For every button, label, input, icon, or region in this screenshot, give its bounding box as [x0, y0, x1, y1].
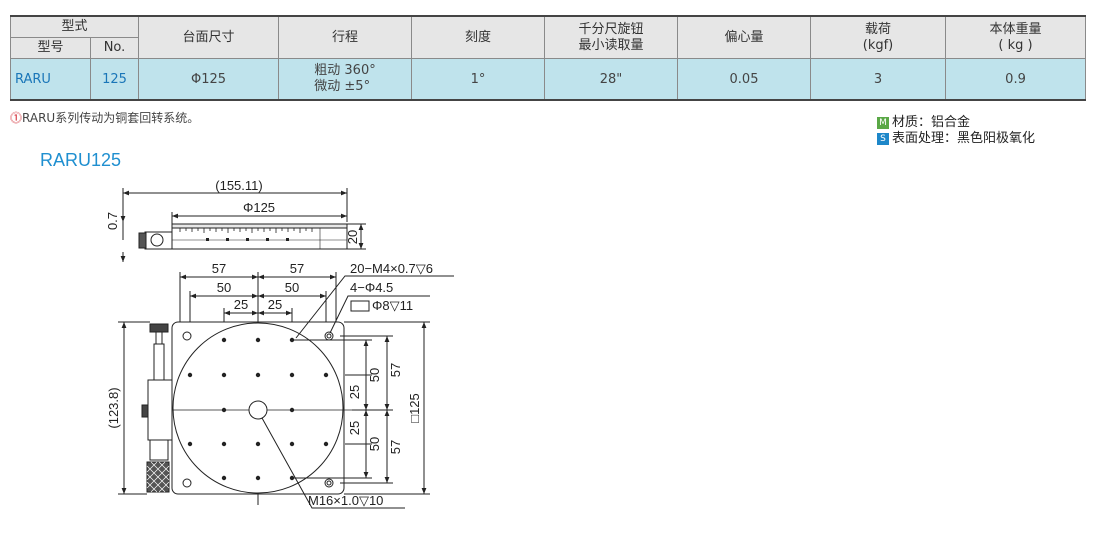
- header-eccentric: 偏心量: [677, 15, 812, 59]
- header-travel: 行程: [278, 15, 413, 59]
- scale-ticks: [179, 228, 313, 233]
- dim-diameter: Φ125: [243, 200, 275, 215]
- cell-load: 3: [810, 58, 947, 101]
- header-scale: 刻度: [411, 15, 546, 59]
- warning-icon: ⓵: [10, 111, 23, 125]
- table-row: RARU 125 Φ125 粗动 360°微动 ±5° 1° 28" 0.05 …: [10, 58, 1087, 101]
- dim-v57-bot: 57: [388, 440, 403, 454]
- dim-hole: 4−Φ4.5: [350, 280, 393, 295]
- dimension-labels: (155.11) Φ125 0.7 20 57 57 50 50 25 25 2…: [105, 178, 433, 508]
- cell-scale: 1°: [411, 58, 546, 101]
- dim-v50-top: 50: [367, 368, 382, 382]
- drawing-title: RARU125: [40, 150, 122, 170]
- header-weight-line2: ( kg ): [998, 37, 1033, 53]
- note: ⓵RARU系列传动为铜套回转系统。: [10, 109, 199, 126]
- tapped-holes: [187, 337, 329, 481]
- dim-center: M16×1.0▽10: [308, 493, 383, 508]
- cell-no: 125: [89, 58, 140, 101]
- dim-h50-right: 50: [285, 280, 299, 295]
- side-view: [120, 188, 366, 262]
- cell-eccentric: 0.05: [677, 58, 812, 101]
- dim-offset: 0.7: [105, 212, 120, 230]
- dim-square: □125: [407, 393, 422, 423]
- header-size: 台面尺寸: [138, 15, 280, 59]
- cell-size: Φ125: [138, 58, 280, 101]
- dim-h50-left: 50: [217, 280, 231, 295]
- dim-tap: 20−M4×0.7▽6: [350, 261, 433, 276]
- travel-coarse: 粗动 360°: [314, 63, 376, 78]
- surface-text: 表面处理：黑色阳极氧化: [892, 131, 1036, 146]
- header-weight-line1: 本体重量: [989, 21, 1042, 37]
- dim-h25-left: 25: [234, 297, 248, 312]
- dim-overall-vertical: (123.8): [106, 387, 121, 428]
- header-type: 型式: [9, 15, 140, 38]
- header-knob: 千分尺旋钮最小读取量: [544, 15, 679, 59]
- dim-v57-top: 57: [388, 363, 403, 377]
- dim-overall: (155.11): [215, 178, 262, 193]
- dim-v25-top: 25: [347, 385, 362, 399]
- cell-weight: 0.9: [945, 58, 1087, 101]
- cell-model: RARU: [10, 58, 91, 101]
- cell-travel: 粗动 360°微动 ±5°: [278, 58, 413, 101]
- header-load: 载荷(kgf): [810, 15, 947, 59]
- dim-height: 20: [345, 230, 360, 244]
- surface-badge-icon: S: [877, 133, 889, 145]
- spec-table: 型式 台面尺寸 行程 刻度 千分尺旋钮最小读取量 偏心量 载荷(kgf) 本体重…: [9, 15, 1087, 101]
- header-knob-line2: 最小读取量: [578, 37, 644, 53]
- dim-v50-bot: 50: [367, 437, 382, 451]
- header-weight: 本体重量( kg ): [945, 15, 1087, 59]
- dim-h57-left: 57: [212, 261, 226, 276]
- material-badge-icon: M: [877, 117, 889, 129]
- header-no: No.: [89, 37, 140, 59]
- dim-cbore: Φ8▽11: [372, 298, 413, 313]
- travel-fine: 微动 ±5°: [314, 79, 371, 94]
- dim-h57-right: 57: [290, 261, 304, 276]
- header-load-line1: 载荷: [865, 21, 892, 37]
- note-text: RARU系列传动为铜套回转系统。: [22, 111, 200, 125]
- header-knob-line1: 千分尺旋钮: [578, 21, 644, 37]
- top-view: [118, 272, 454, 509]
- dim-v25-bot: 25: [347, 421, 362, 435]
- dim-h25-right: 25: [268, 297, 282, 312]
- material-text: 材质：铝合金: [892, 115, 971, 130]
- header-load-line2: (kgf): [862, 37, 894, 53]
